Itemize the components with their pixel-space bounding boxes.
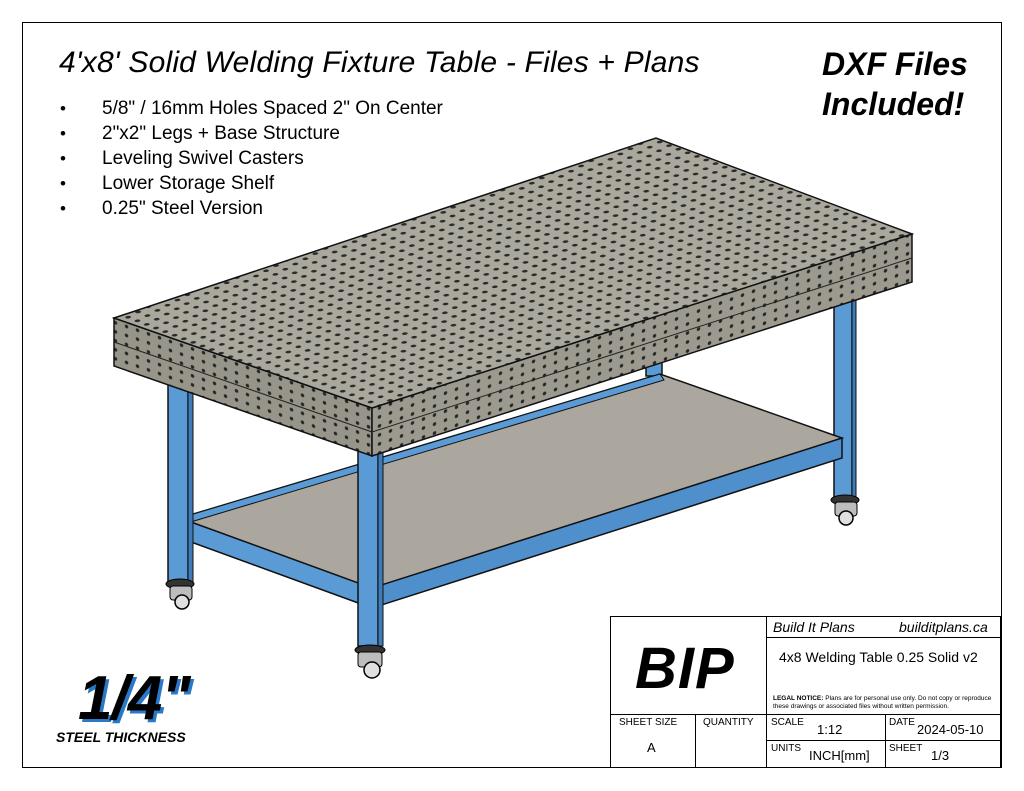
- company-name: Build It Plans: [773, 619, 855, 635]
- feature-item: 0.25" Steel Version: [58, 196, 443, 221]
- scale-value: 1:12: [817, 722, 843, 737]
- company-website: builditplans.ca: [899, 619, 988, 635]
- drawing-title: 4x8 Welding Table 0.25 Solid v2: [779, 649, 978, 665]
- leg-front-right: [357, 443, 384, 647]
- title-block-divider: [695, 714, 696, 767]
- units-value: INCH[mm]: [809, 748, 870, 763]
- quantity-label: QUANTITY: [703, 717, 754, 728]
- legal-notice: LEGAL NOTICE: Plans are for personal use…: [773, 695, 997, 711]
- feature-item: Lower Storage Shelf: [58, 171, 443, 196]
- sheet-value: 1/3: [931, 748, 950, 763]
- caster-front-left: [165, 578, 195, 610]
- date-label: DATE: [889, 717, 915, 728]
- sheet-size-label: SHEET SIZE: [619, 717, 678, 728]
- bip-logo: BIP: [635, 636, 735, 701]
- title-block: BIP Build It Plans builditplans.ca 4x8 W…: [610, 616, 1001, 768]
- drawing-sheet-border: [22, 22, 1002, 768]
- leg-back-right: [833, 277, 857, 501]
- scale-label: SCALE: [771, 717, 804, 728]
- feature-item: 5/8" / 16mm Holes Spaced 2" On Center: [58, 96, 443, 121]
- legal-notice-text: Plans are for personal use only. Do not …: [773, 695, 992, 710]
- feature-list: 5/8" / 16mm Holes Spaced 2" On Center 2"…: [58, 96, 443, 221]
- tabletop-surface: [111, 137, 915, 409]
- title-block-divider: [885, 714, 886, 767]
- dxf-badge: DXF Files Included!: [822, 44, 968, 124]
- title-block-divider: [766, 740, 1000, 741]
- page-title: 4'x8' Solid Welding Fixture Table - File…: [59, 46, 700, 79]
- caster-back-right: [830, 494, 860, 526]
- units-label: UNITS: [771, 743, 801, 754]
- feature-item: 2"x2" Legs + Base Structure: [58, 121, 443, 146]
- date-value: 2024-05-10: [917, 722, 984, 737]
- steel-thickness-label: STEEL THICKNESS: [56, 729, 186, 745]
- legal-notice-label: LEGAL NOTICE:: [773, 695, 824, 702]
- title-block-divider: [766, 637, 1000, 638]
- dxf-badge-line2: Included!: [822, 86, 965, 122]
- title-block-divider: [766, 617, 767, 767]
- sheet-size-value: A: [647, 740, 656, 755]
- leg-front-left: [167, 371, 194, 583]
- caster-front-right: [354, 644, 386, 679]
- steel-thickness-value: 1/4": [78, 664, 191, 733]
- dxf-badge-line1: DXF Files: [822, 46, 968, 82]
- feature-item: Leveling Swivel Casters: [58, 146, 443, 171]
- sheet-label: SHEET: [889, 743, 923, 754]
- title-block-divider: [611, 714, 1000, 715]
